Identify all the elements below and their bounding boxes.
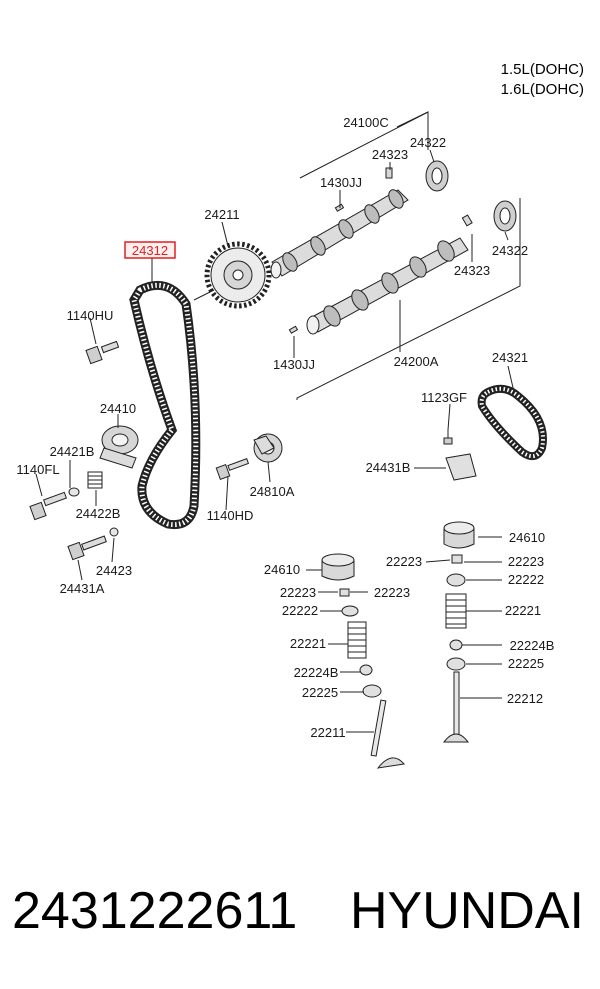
bolt-1140HU (85, 340, 120, 365)
label-22223-a: 22223 (386, 554, 422, 569)
label-24323-lower: 24323 (454, 263, 490, 278)
label-22221-left: 22221 (290, 636, 326, 651)
label-24423: 24423 (96, 563, 132, 578)
engine-variant-1: 1.5L(DOHC) (501, 61, 584, 78)
label-24422B: 24422B (76, 506, 121, 521)
label-24410: 24410 (100, 401, 136, 416)
footer-brand: HYUNDAI (350, 882, 584, 940)
label-24421B: 24421B (50, 444, 95, 459)
label-24323-upper: 24323 (372, 147, 408, 162)
bolt-1140FL (29, 491, 68, 521)
label-1123GF: 1123GF (421, 390, 467, 405)
balance-belt (477, 384, 547, 461)
label-22222-right: 22222 (508, 572, 544, 587)
bracket-24431B (445, 453, 477, 481)
valve-train-left (321, 553, 405, 769)
camshaft-upper (270, 189, 409, 279)
leader-lines (35, 149, 515, 733)
label-24200A: 24200A (394, 354, 439, 369)
part-labels: 24100C 24322 24323 1430JJ 24211 24312 24… (16, 115, 554, 740)
tensioner (99, 425, 139, 469)
label-24312: 24312 (132, 243, 168, 258)
label-22222-left: 22222 (282, 603, 318, 618)
pin-24323-upper (385, 167, 393, 179)
tensioner-spring (87, 471, 103, 489)
label-1140FL: 1140FL (16, 462, 59, 477)
highlight-box (124, 241, 176, 259)
bolt-1123GF (443, 430, 453, 445)
idler-pulley (253, 433, 283, 463)
label-22212: 22212 (507, 691, 543, 706)
label-24431A: 24431A (60, 581, 105, 596)
label-24431B: 24431B (366, 460, 411, 475)
highlighted-part-callout[interactable]: 24312 (124, 241, 176, 259)
camshaft-lower (306, 237, 469, 335)
washer-24423 (109, 527, 119, 537)
camshaft-frame (296, 111, 521, 400)
label-1430JJ-lower: 1430JJ (273, 357, 315, 372)
label-1430JJ-upper: 1430JJ (320, 175, 362, 190)
label-24810A: 24810A (250, 484, 295, 499)
label-22225-left: 22225 (302, 685, 338, 700)
label-22224B-right: 22224B (510, 638, 555, 653)
label-22225-right: 22225 (508, 656, 544, 671)
label-22223-d: 22223 (374, 585, 410, 600)
label-24321: 24321 (492, 350, 528, 365)
timing-belt (129, 280, 201, 530)
label-24322-lower: 24322 (492, 243, 528, 258)
engine-variant-2: 1.6L(DOHC) (501, 81, 584, 98)
footer-part-number: 2431222611 (12, 882, 297, 940)
label-24100C: 24100C (343, 115, 389, 130)
key-1430JJ-upper (334, 203, 345, 212)
cam-sprocket (204, 241, 272, 309)
bolt-24431A (67, 535, 107, 561)
valve-train-right (442, 521, 475, 743)
oil-seal-lower (493, 200, 517, 232)
label-24610-right: 24610 (509, 530, 545, 545)
label-24610-left: 24610 (264, 562, 300, 577)
label-22224B-left: 22224B (294, 665, 339, 680)
oil-seal-upper (425, 160, 449, 192)
bolt-1140HD (215, 458, 250, 480)
key-1430JJ-lower (288, 325, 299, 334)
label-22221-right: 22221 (505, 603, 541, 618)
pin-24323-lower (461, 214, 473, 227)
label-24322-upper: 24322 (410, 135, 446, 150)
washer-24421B (68, 487, 80, 497)
label-22223-c: 22223 (280, 585, 316, 600)
label-24211: 24211 (204, 207, 239, 222)
label-22211: 22211 (310, 725, 345, 740)
label-1140HD: 1140HD (207, 508, 254, 523)
label-22223-b: 22223 (508, 554, 544, 569)
label-1140HU: 1140HU (67, 308, 114, 323)
